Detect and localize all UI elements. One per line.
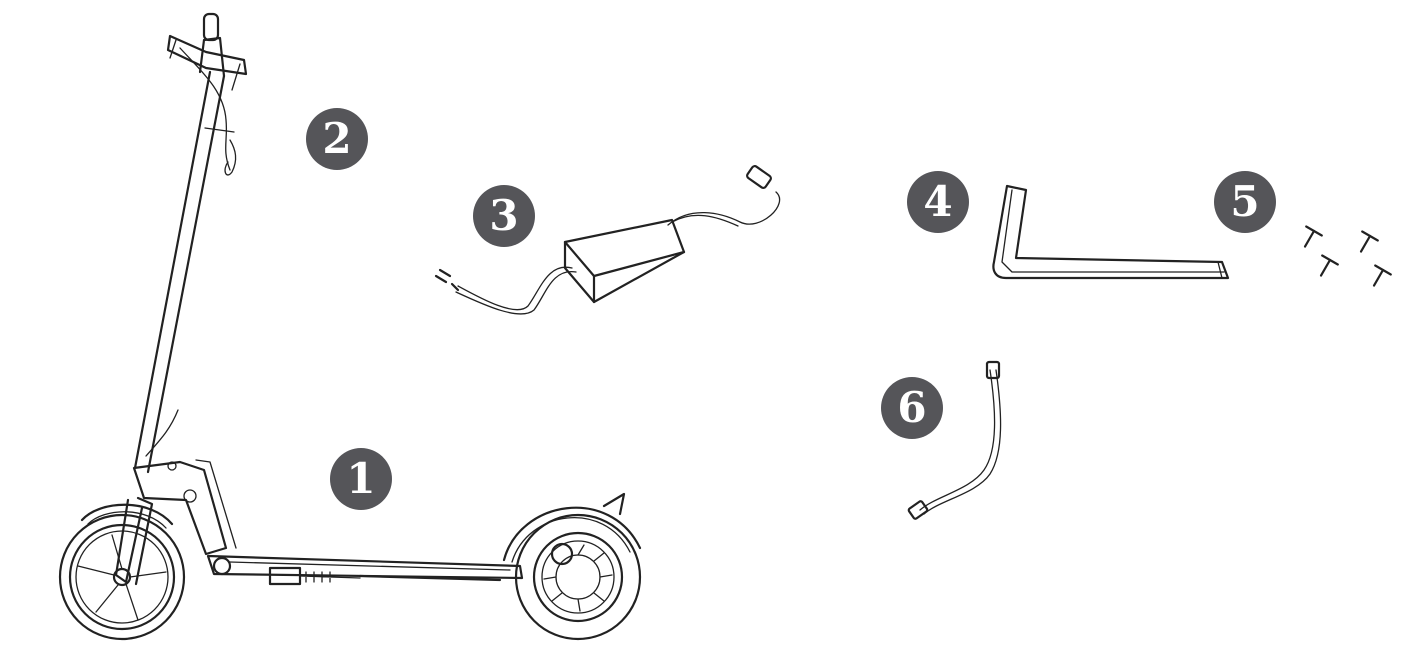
item-badge-3: 3 [473,185,535,247]
item-badge-6: 6 [881,377,943,439]
item-badge-4: 4 [907,171,969,233]
allen-key-icon [992,184,1230,280]
item-badge-5: 5 [1214,171,1276,233]
item-badge-2: 2 [306,108,368,170]
item-badge-1: 1 [330,448,392,510]
valve-extension-icon [907,360,1002,520]
charger-icon [434,165,781,315]
screws-icon [1303,225,1392,287]
scooter-icon [58,12,642,641]
